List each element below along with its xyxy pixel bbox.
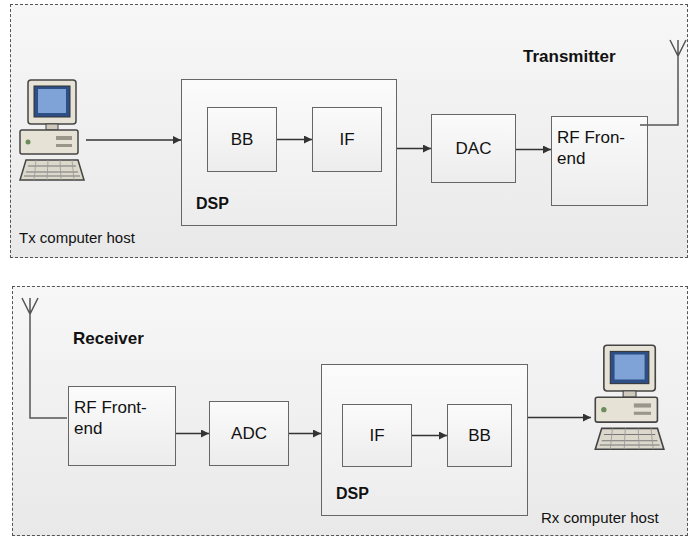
signal-arrow: [277, 139, 312, 141]
signal-arrow: [289, 433, 321, 435]
rx-antenna: [22, 298, 67, 418]
computer-icon: [16, 76, 86, 201]
signal-arrow: [397, 148, 431, 150]
node-fill: [342, 404, 412, 467]
node-fill: [551, 116, 648, 206]
signal-arrow: [412, 435, 447, 437]
dac-block: DAC: [431, 114, 516, 183]
computer-host: Tx computer host: [16, 76, 86, 201]
panel-title: Receiver: [73, 329, 144, 349]
computer-host: Rx computer host: [591, 341, 666, 471]
rf-frontend-box: RF Fron-end: [551, 116, 648, 206]
signal-arrow: [516, 149, 551, 151]
block-label: BB: [468, 425, 491, 446]
dsp-block: DSP IF BB: [321, 364, 528, 516]
block-label: IF: [369, 425, 384, 446]
block-label: BB: [231, 129, 254, 150]
signal-arrow: [528, 417, 591, 419]
host-caption: Rx computer host: [541, 509, 659, 526]
block-label: DAC: [456, 138, 492, 159]
rx-panel: Receiver RF Front-endADC DSP IF BB Rx compute…: [12, 286, 688, 536]
bb-block: BB: [207, 107, 277, 172]
rf-frontend-box: RF Front-end: [68, 386, 176, 466]
block-label: DSP: [336, 485, 369, 503]
block-label: RF Front-end: [74, 397, 158, 440]
signal-arrow: [176, 433, 209, 435]
tx-panel: TransmitterTx computer hostDSPBBIFDACRF …: [10, 4, 688, 258]
adc-block: ADC: [209, 401, 289, 466]
node-fill: [321, 364, 528, 516]
node-fill: [447, 404, 512, 467]
if-block: IF: [312, 107, 382, 172]
computer-icon: [591, 341, 666, 471]
node-fill: [209, 401, 289, 466]
block-label: ADC: [231, 423, 267, 444]
block-label: RF Fron-end: [557, 127, 641, 170]
dsp-block: DSP BB IF: [181, 79, 397, 226]
host-caption: Tx computer host: [19, 229, 135, 246]
signal-arrow: [86, 139, 181, 141]
block-label: IF: [339, 129, 354, 150]
node-fill: [207, 107, 277, 172]
node-fill: [10, 4, 688, 258]
node-fill: [312, 107, 382, 172]
panel-title: Transmitter: [523, 47, 616, 67]
tx-antenna: [640, 40, 686, 125]
if-block: IF: [342, 404, 412, 467]
node-fill: [68, 386, 176, 466]
node-fill: [431, 114, 516, 183]
block-label: DSP: [196, 195, 229, 213]
bb-block: BB: [447, 404, 512, 467]
node-fill: [12, 286, 688, 536]
node-fill: [181, 79, 397, 226]
